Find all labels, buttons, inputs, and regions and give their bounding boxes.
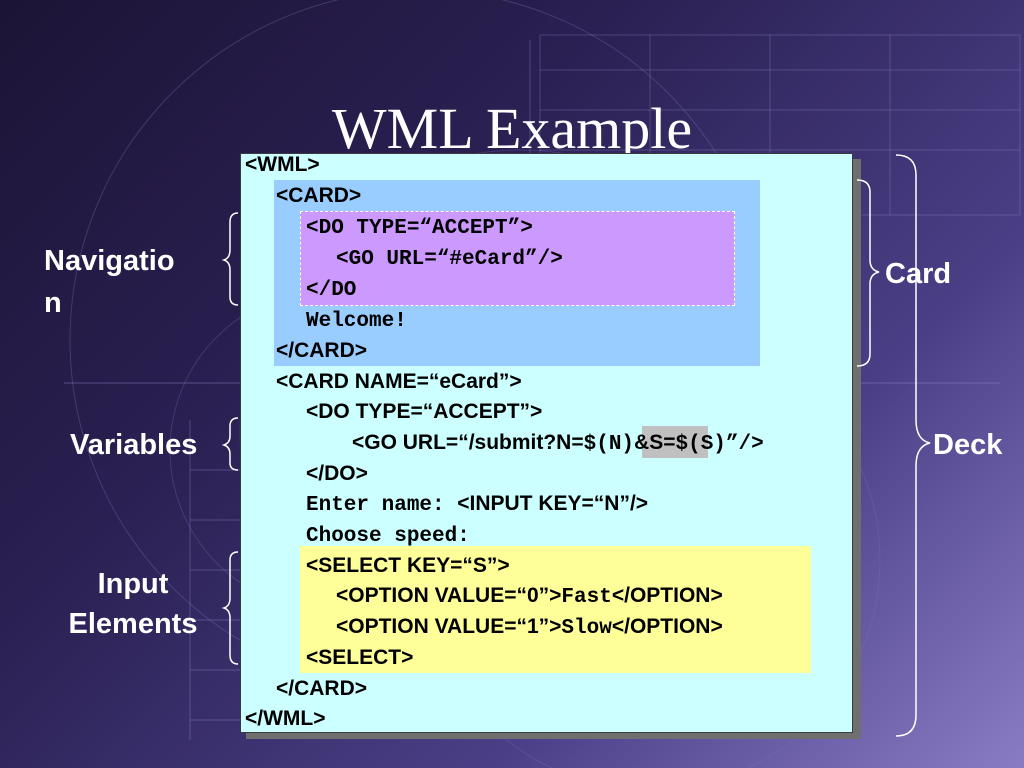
code-line: <DO TYPE=“ACCEPT”> <box>306 215 533 241</box>
code-token: <DO TYPE=“ACCEPT”> <box>306 217 533 240</box>
code-token: $(N) <box>583 433 635 456</box>
code-line: </CARD> <box>276 339 367 363</box>
code-line: <DO TYPE=“ACCEPT”> <box>306 400 542 424</box>
slide-title: WML Example <box>331 96 693 161</box>
code-line: Choose speed: <box>306 523 470 549</box>
code-line: <GO URL=“#eCard”/> <box>336 246 563 272</box>
deck-label: Deck <box>933 429 1003 461</box>
variable-highlight <box>642 426 708 458</box>
code-token: Slow <box>561 617 612 640</box>
code-token: </OPTION> <box>611 615 723 638</box>
code-token: <DO TYPE=“ACCEPT”> <box>306 400 543 423</box>
navigation-highlight <box>300 211 735 306</box>
input-elements-label: Input Elements <box>68 568 198 640</box>
code-line: Enter name: <INPUT KEY=“N”/> <box>306 492 648 518</box>
code-line: Welcome! <box>306 308 407 334</box>
code-line: <OPTION VALUE=“0”>Fast</OPTION> <box>336 584 723 610</box>
code-line: <SELECT> <box>306 646 413 670</box>
code-token: </WML> <box>245 707 326 730</box>
code-token: </CARD> <box>276 677 368 700</box>
code-line: <SELECT KEY=“S”> <box>306 554 510 578</box>
code-token: &S= <box>634 431 676 454</box>
code-token: <SELECT> <box>306 646 414 669</box>
code-token: <OPTION VALUE=“0”> <box>336 584 562 607</box>
code-token: Fast <box>561 586 612 609</box>
code-token: $(S)”/> <box>675 433 764 456</box>
code-line: </DO> <box>306 462 368 486</box>
variables-label: Variables <box>70 429 198 461</box>
code-token: </DO> <box>306 462 368 485</box>
code-line: <CARD NAME=“eCard”> <box>276 370 522 394</box>
code-token: </CARD> <box>276 339 368 362</box>
code-token: <GO URL=“#eCard”/> <box>336 248 563 271</box>
code-token: <SELECT KEY=“S”> <box>306 554 510 577</box>
code-token: <INPUT KEY=“N”/> <box>457 492 649 515</box>
code-token: </OPTION> <box>611 584 723 607</box>
code-line: <GO URL=“/submit?N=$(N)&S=$(S)”/> <box>352 431 764 457</box>
code-line: <CARD> <box>276 184 361 208</box>
code-token: <CARD> <box>276 184 362 207</box>
code-line: </CARD> <box>276 677 367 701</box>
code-token: Choose speed: <box>306 525 470 548</box>
code-token: <CARD NAME=“eCard”> <box>276 370 522 393</box>
code-token: <WML> <box>245 153 320 176</box>
code-line: <WML> <box>245 153 320 177</box>
code-token: <OPTION VALUE=“1”> <box>336 615 562 638</box>
input-elements-highlight <box>300 546 811 673</box>
code-token: </DO <box>306 279 357 302</box>
code-token: <GO URL=“/submit?N= <box>352 431 584 454</box>
code-token: Enter name: <box>306 494 458 517</box>
code-line: </WML> <box>245 707 326 731</box>
card-label: Card <box>885 258 952 290</box>
code-line: <OPTION VALUE=“1”>Slow</OPTION> <box>336 615 723 641</box>
code-line: </DO <box>306 277 356 303</box>
navigation-label: Navigatio n <box>44 245 175 319</box>
code-token: Welcome! <box>306 310 407 333</box>
